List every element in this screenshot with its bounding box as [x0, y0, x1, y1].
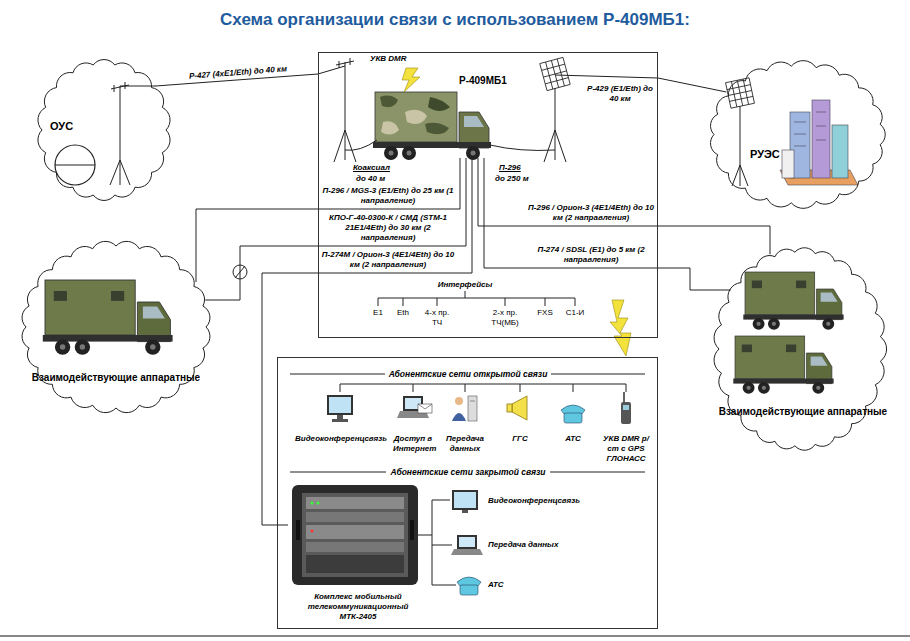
exchange-cloud: ОУС — [28, 50, 180, 210]
node-text: Абонентские сети закрытой связи — [386, 467, 549, 478]
inner-wires — [318, 158, 658, 306]
annotation-label: до 250 м — [495, 174, 529, 184]
station-truck — [373, 92, 491, 160]
annotation-label: 4-х пр. ТЧ — [422, 308, 452, 328]
annotation-label: Передача данных — [444, 434, 486, 454]
annotation-label: до 40 м — [356, 174, 385, 184]
page-rule — [0, 635, 910, 637]
antenna-mast — [318, 58, 658, 162]
annotation-label: АТС — [558, 434, 588, 444]
cloud-outline — [12, 232, 220, 422]
link-label: П-296 / Орион-3 (4E1/4Eth) до 10 км (2 н… — [526, 203, 656, 223]
link-line — [658, 78, 726, 92]
annotation-label: Коаксиал — [353, 163, 390, 173]
partner-truck — [733, 336, 833, 394]
annotation-label: П-296 — [499, 163, 521, 173]
cloud-outline — [714, 248, 887, 450]
node-text: Комплекс мобильный телекоммуникационный … — [303, 592, 413, 622]
bracket-lines — [290, 374, 645, 585]
link-label: П-274 / SDSL (E1) до 5 км (2 направления… — [526, 245, 656, 265]
node-text: РУЭС — [750, 148, 780, 161]
grid-antenna — [726, 78, 755, 108]
annotation-label: УКВ DMR — [370, 54, 407, 64]
cloud-outline — [711, 61, 886, 209]
mtk-case — [292, 485, 418, 585]
annotation-label: Eth — [392, 308, 414, 318]
partner-cloud: Взаимодействующие аппаратные — [12, 232, 220, 422]
exchange-symbol — [55, 145, 95, 185]
link-label: КПО-Г-40-0300-К / СМД (STM-1 21E1/4Eth) … — [320, 213, 456, 243]
node-cloud: РУЭС — [700, 52, 895, 217]
node-text: Абонентские сети открытой связи — [385, 369, 552, 380]
diagram-title: Схема организации связи с использованием… — [0, 10, 910, 30]
annotation-label: С1-И — [563, 308, 587, 318]
node-text: Взаимодействующие аппаратные — [31, 372, 201, 384]
annotation-label: Доступ в Интернет — [393, 434, 433, 454]
annotation-label: УКВ DMR р/ст с GPS ГЛОНАСС — [601, 434, 651, 464]
annotation-label: Видеоконференцсвязь — [295, 434, 385, 444]
cloud-outline — [705, 238, 895, 460]
annotation-label: Интерфейсы — [430, 280, 500, 290]
mtk-complex: Комплекс мобильный телекоммуникационный … — [288, 482, 428, 627]
antenna-mast — [110, 82, 748, 186]
partner-truck — [743, 272, 843, 330]
cloud-outline — [38, 60, 170, 201]
node-text: Р-409МБ1 — [459, 75, 507, 87]
node-text: Взаимодействующие аппаратные — [718, 406, 888, 418]
partner-truck — [43, 280, 173, 355]
city-buildings — [780, 100, 858, 185]
annotation-label: Видеоконференцсвязь — [488, 496, 580, 506]
link-line — [658, 226, 770, 254]
link-line — [658, 268, 731, 290]
partner-cloud: Взаимодействующие аппаратные — [705, 238, 895, 460]
link-label: Р-429 (E1/Eth) до 40 км — [583, 84, 657, 104]
annotation-label: E1 — [368, 308, 388, 318]
link-label: П-296 / MGS-3 (E1/Eth) до 25 км (1 напра… — [320, 186, 456, 206]
node-text: ОУС — [50, 120, 73, 133]
link-label: Р-427 (4xE1/Eth) до 40 км — [173, 63, 303, 83]
link-label: П-274М / Орион-3 (4E1/4Eth) до 10 км (2 … — [320, 250, 456, 270]
subscriber-box: Абонентские сети открытой связиАбонентск… — [277, 357, 658, 629]
annotation-label: ГГС — [505, 434, 535, 444]
annotation-label: 2-х пр. ТЧ(МБ) — [487, 308, 523, 328]
link-line — [262, 273, 318, 525]
cloud-outline — [22, 241, 210, 412]
radio-flash — [610, 300, 631, 356]
cloud-outline — [700, 52, 895, 217]
radio-flash — [402, 68, 420, 92]
annotation-label: АТС — [488, 580, 504, 590]
grid-antenna — [540, 57, 570, 90]
annotation-label: FXS — [533, 308, 557, 318]
annotation-label: Передача данных — [488, 540, 558, 550]
